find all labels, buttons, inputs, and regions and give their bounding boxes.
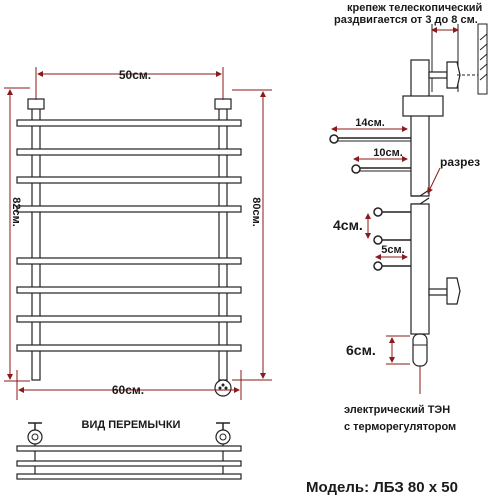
side-14-label: 14см. (355, 117, 385, 129)
wall (477, 23, 488, 95)
jumper-view: ВИД ПЕРЕМЫЧКИ (16, 419, 242, 480)
crossbar (16, 176, 242, 184)
jumper-view-title: ВИД ПЕРЕМЫЧКИ (82, 419, 181, 431)
crossbars (16, 119, 242, 352)
left-cap (27, 98, 45, 110)
right-post (218, 99, 228, 381)
crossbar (16, 257, 242, 265)
height-right-label: 80см. (250, 197, 262, 227)
side-4-label: 4см. (333, 217, 363, 233)
right-cap (214, 98, 232, 110)
telescopic-label-line1: крепеж телескопический (347, 2, 482, 14)
crossbar (16, 344, 242, 352)
upper-wall-mount (446, 61, 461, 89)
side-10-label: 10см. (373, 147, 403, 159)
width-top-label: 50см. (119, 68, 151, 82)
telescopic-label-line2: раздвигается от 3 до 8 см. (334, 14, 478, 26)
front-view: 50см. 60см. 82см. 80см. (4, 67, 272, 400)
crossbar (16, 205, 242, 213)
crossbar (16, 286, 242, 294)
left-valve (27, 429, 43, 445)
side-5-label: 5см. (381, 244, 404, 256)
heater-label-line2: с терморегулятором (344, 421, 456, 433)
heater-label-line1: электрический ТЭН (344, 404, 450, 416)
side-view: крепеж телескопический раздвигается от 3… (306, 2, 488, 496)
crossbar (16, 148, 242, 156)
crossbar (16, 119, 242, 127)
height-left-label: 82см. (10, 197, 22, 227)
model-label: Модель: ЛБЗ 80 х 50 (306, 479, 458, 496)
side-6-label: 6см. (346, 342, 376, 358)
lower-wall-mount (446, 277, 461, 305)
side-pipe-lower (410, 203, 430, 335)
heater-element (412, 333, 428, 367)
side-pipe-upper (410, 59, 430, 197)
width-bottom-label: 60см. (112, 383, 144, 397)
right-valve (215, 429, 231, 445)
left-post (31, 99, 41, 381)
crossbar (16, 315, 242, 323)
section-label: разрез (440, 155, 480, 169)
bottom-fitting (214, 379, 232, 397)
telescopic-block (402, 95, 444, 117)
